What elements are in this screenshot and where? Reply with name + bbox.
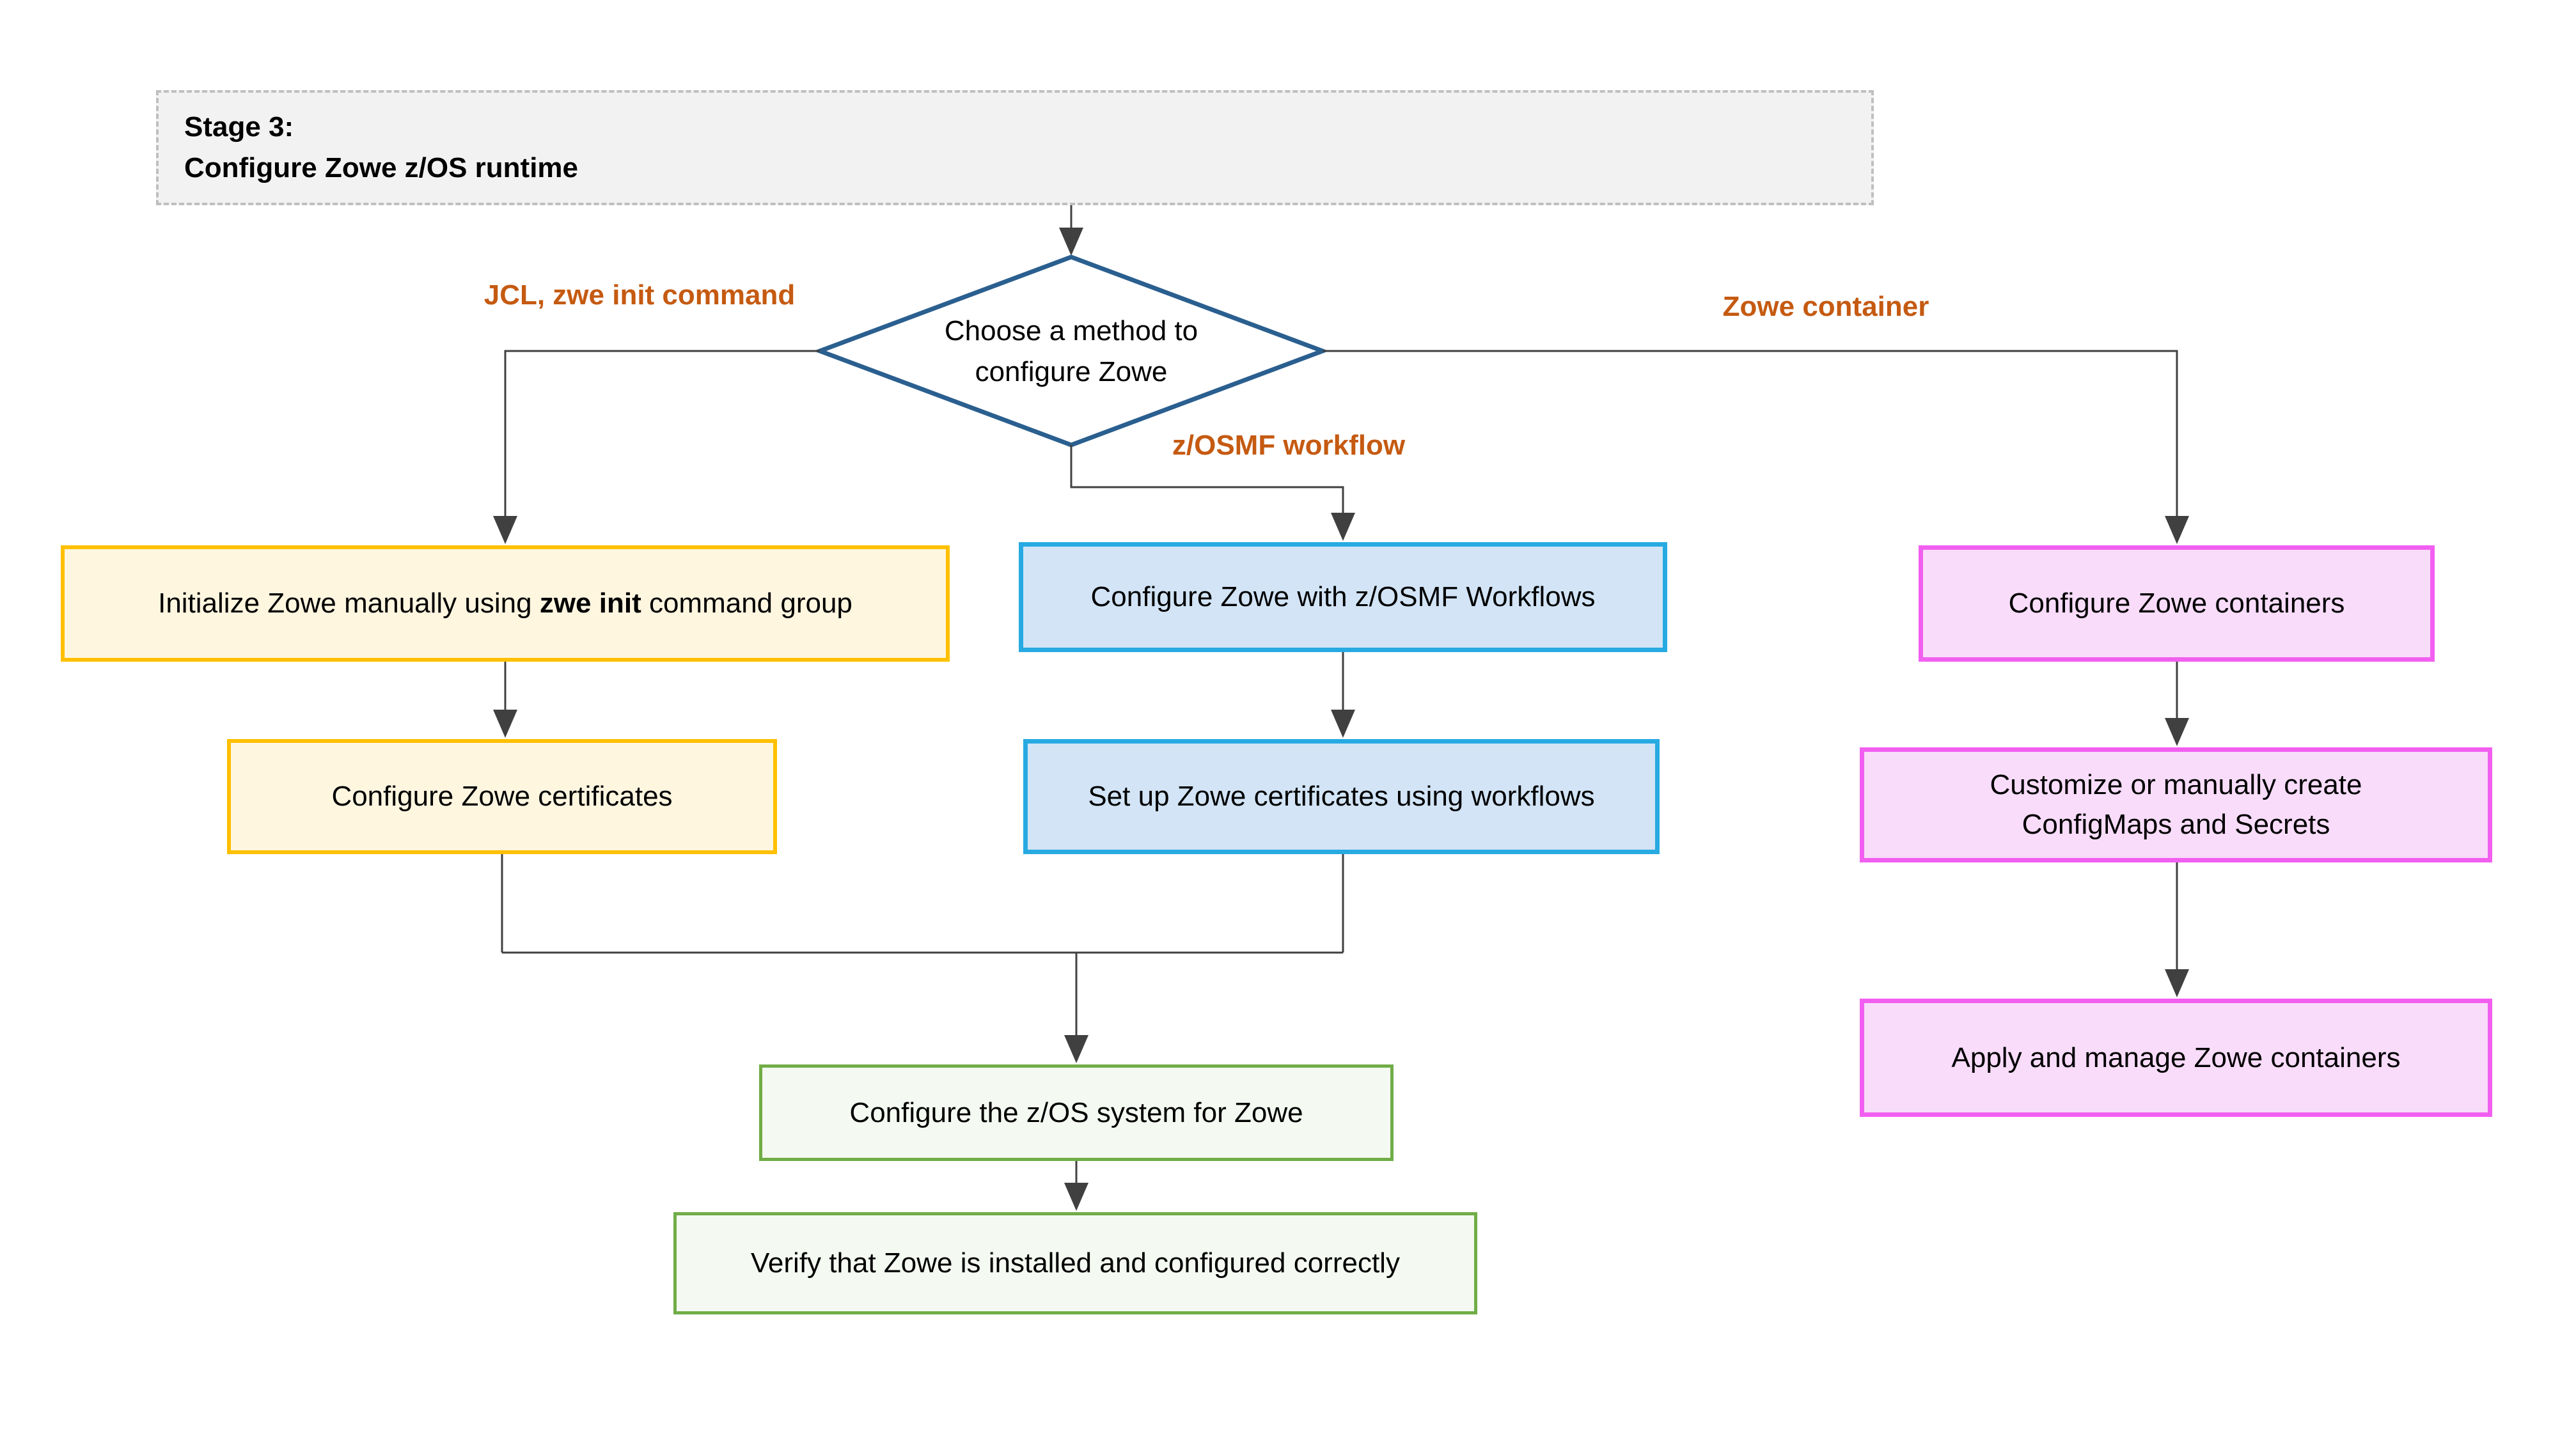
verify-text: Verify that Zowe is installed and config…: [751, 1247, 1400, 1279]
arrowhead-zos-system: [1064, 1035, 1088, 1063]
configmaps-text-line1: Customize or manually create: [1990, 769, 2362, 801]
arrowhead-configure-containers: [2165, 516, 2189, 544]
connector-middle-branch: [1070, 445, 1344, 513]
arrowhead-configmaps: [2165, 718, 2189, 746]
node-customize-configmaps-secrets[interactable]: Customize or manually create ConfigMaps …: [1860, 747, 2492, 862]
node-configure-zos-system[interactable]: Configure the z/OS system for Zowe: [759, 1064, 1394, 1161]
node-verify-zowe-installed[interactable]: Verify that Zowe is installed and config…: [673, 1212, 1477, 1314]
arrowhead-init-zowe: [493, 516, 517, 544]
stage-title-line2: Configure Zowe z/OS runtime: [184, 152, 579, 183]
node-configure-zowe-certificates[interactable]: Configure Zowe certificates: [227, 739, 777, 854]
connector-merge-to-zos-system: [501, 854, 1344, 1035]
containers-text: Configure Zowe containers: [2008, 588, 2345, 620]
node-configure-zowe-containers[interactable]: Configure Zowe containers: [1919, 545, 2435, 662]
node-initialize-zowe-manually[interactable]: Initialize Zowe manually using zwe init …: [61, 545, 950, 662]
init-text-post: command group: [641, 588, 852, 620]
configmaps-text-line2: ConfigMaps and Secrets: [2022, 809, 2330, 840]
branch-label-zosmf-workflow: z/OSMF workflow: [1172, 430, 1406, 461]
arrowhead-apply-manage: [2165, 969, 2189, 997]
node-setup-certificates-workflows[interactable]: Set up Zowe certificates using workflows: [1023, 739, 1660, 854]
connector-left-branch: [504, 350, 820, 516]
arrowhead-wf-certs: [1331, 710, 1355, 738]
init-text-pre: Initialize Zowe manually using: [158, 588, 540, 620]
zosmf-text: Configure Zowe with z/OSMF Workflows: [1090, 581, 1596, 613]
wfcert-text: Set up Zowe certificates using workflows: [1088, 781, 1595, 813]
branch-label-zowe-container: Zowe container: [1722, 291, 1929, 322]
certs-text: Configure Zowe certificates: [331, 781, 673, 813]
connector-right-branch: [1323, 350, 2178, 516]
apply-text: Apply and manage Zowe containers: [1951, 1041, 2401, 1073]
zossys-text: Configure the z/OS system for Zowe: [849, 1096, 1303, 1128]
decision-diamond[interactable]: Choose a method to configure Zowe: [879, 302, 1263, 401]
stage-title-line1: Stage 3:: [184, 111, 294, 143]
stage-title-box[interactable]: Stage 3: Configure Zowe z/OS runtime: [156, 90, 1874, 205]
arrowhead-configure-certs: [493, 710, 517, 738]
branch-label-jcl-zwe-init: JCL, zwe init command: [483, 279, 796, 311]
arrowhead-configure-zosmf: [1331, 513, 1355, 541]
node-configure-zowe-zosmf-workflows[interactable]: Configure Zowe with z/OSMF Workflows: [1019, 542, 1667, 652]
decision-text-line1: Choose a method to: [944, 315, 1198, 347]
node-initialize-text: Initialize Zowe manually using zwe init …: [158, 584, 852, 623]
init-text-bold: zwe init: [539, 588, 641, 620]
arrowhead-verify: [1064, 1183, 1088, 1211]
node-apply-manage-zowe-containers[interactable]: Apply and manage Zowe containers: [1860, 999, 2492, 1117]
decision-text-line2: configure Zowe: [975, 356, 1168, 387]
arrowhead-decision: [1059, 228, 1083, 256]
